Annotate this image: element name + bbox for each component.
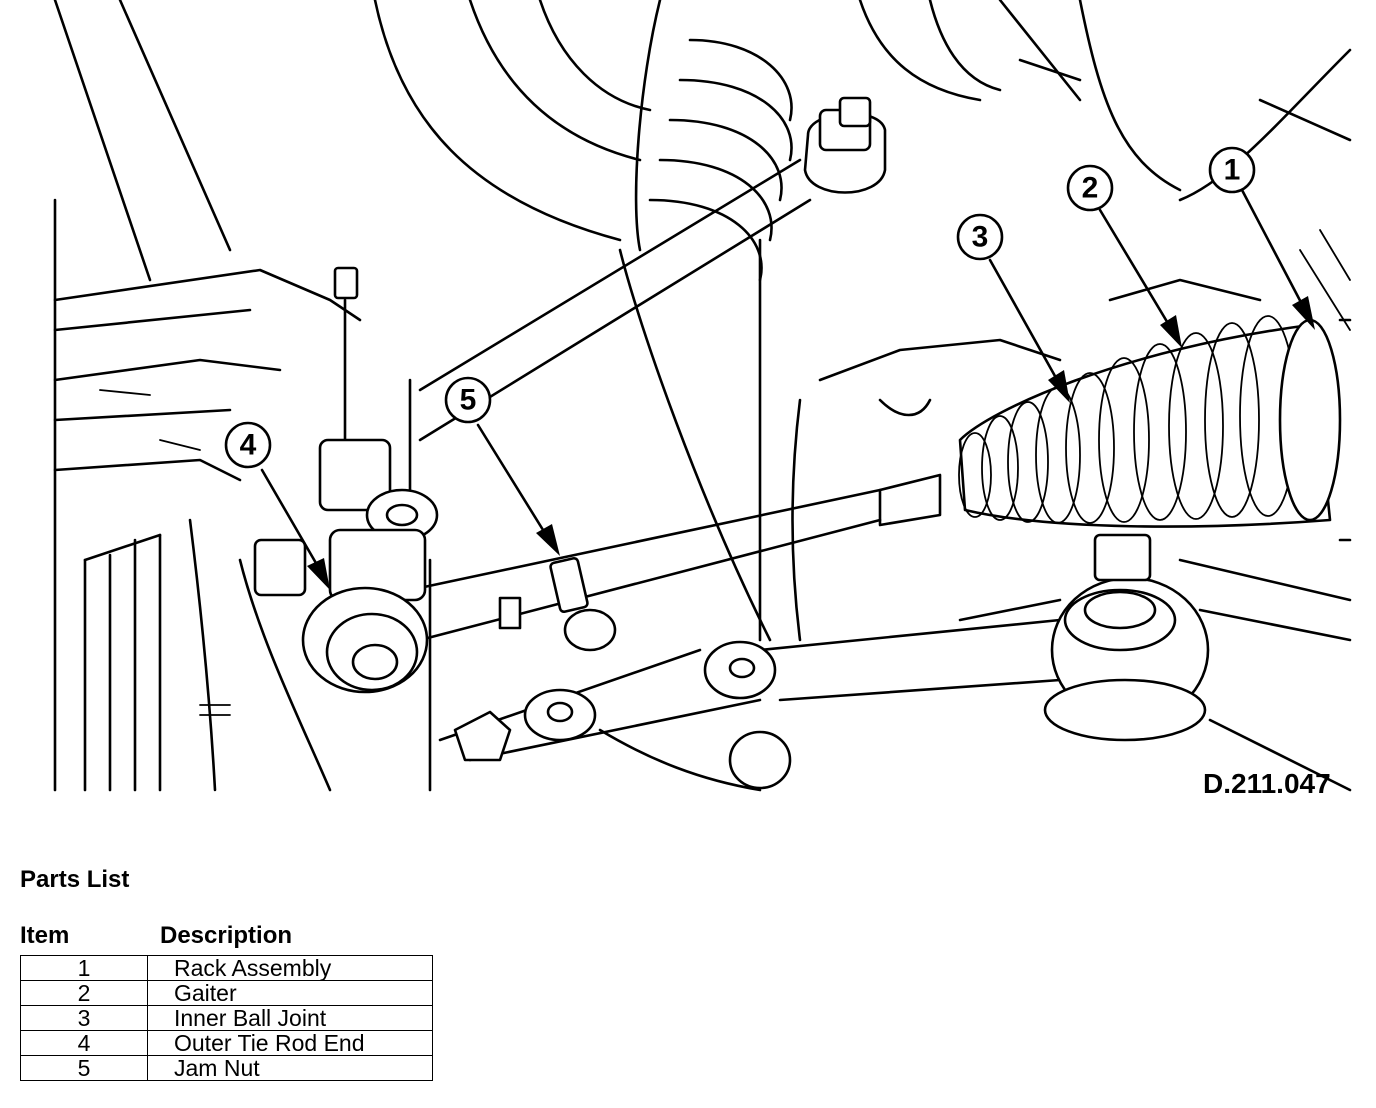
callout-1: 1	[1208, 146, 1256, 194]
figure-reference: D.211.047	[1203, 768, 1331, 799]
item-number: 2	[20, 980, 148, 1006]
callout-3-label: 3	[972, 221, 989, 254]
callout-5: 5	[444, 376, 492, 424]
table-row: 1 Rack Assembly	[20, 955, 433, 981]
item-description: Rack Assembly	[147, 955, 433, 981]
item-number: 5	[20, 1055, 148, 1081]
callout-2: 2	[1066, 164, 1114, 212]
table-row: 3 Inner Ball Joint	[20, 1005, 433, 1031]
table-row: 5 Jam Nut	[20, 1055, 433, 1081]
description-column-header: Description	[160, 922, 293, 949]
background-structure	[53, 0, 1352, 792]
table-row: 4 Outer Tie Rod End	[20, 1030, 433, 1056]
parts-list-table: 1 Rack Assembly 2 Gaiter 3 Inner Ball Jo…	[20, 955, 433, 1081]
callout-5-label: 5	[460, 384, 477, 417]
callout-2-label: 2	[1082, 172, 1099, 205]
gaiter-bellows	[958, 315, 1352, 542]
item-number: 4	[20, 1030, 148, 1056]
upper-link-arm	[418, 96, 887, 442]
item-number: 3	[20, 1005, 148, 1031]
tie-rod	[408, 473, 942, 642]
item-number: 1	[20, 955, 148, 981]
item-description: Inner Ball Joint	[147, 1005, 433, 1031]
table-row: 2 Gaiter	[20, 980, 433, 1006]
lower-control-arm	[438, 533, 1210, 790]
parts-list-title: Parts List	[20, 866, 130, 893]
callout-3: 3	[956, 213, 1004, 261]
callout-4: 4	[224, 421, 272, 469]
item-description: Jam Nut	[147, 1055, 433, 1081]
callout-leaders	[260, 188, 1315, 590]
outer-tie-rod-end	[301, 528, 429, 694]
item-description: Outer Tie Rod End	[147, 1030, 433, 1056]
callout-4-label: 4	[240, 429, 257, 462]
item-description: Gaiter	[147, 980, 433, 1006]
item-column-header: Item	[20, 922, 70, 949]
callout-1-label: 1	[1224, 154, 1241, 187]
steering-rack-diagram: 1 2 3 4 5 D.211.047	[53, 0, 1352, 799]
